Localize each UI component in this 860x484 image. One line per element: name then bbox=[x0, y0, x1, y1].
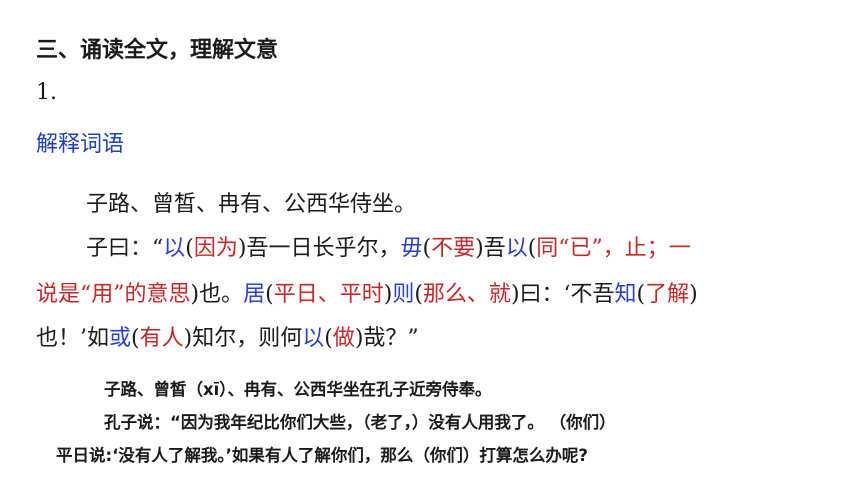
text-segment: )曰：‘不吾 bbox=[510, 282, 615, 307]
text-segment: )也。 bbox=[190, 282, 244, 307]
text-segment: ) bbox=[689, 282, 698, 307]
term: 以 bbox=[505, 236, 528, 261]
section-heading: 三、诵读全文，理解文意 bbox=[36, 38, 279, 63]
text-line-4: 也！’如或(有人)知尔，则何以(做)哉？” bbox=[36, 320, 419, 352]
term: 居 bbox=[243, 282, 266, 307]
definition: 因为 bbox=[193, 236, 238, 261]
text-segment: )吾一日长乎尔， bbox=[237, 236, 401, 261]
definition: 同“已”，止；一 bbox=[536, 236, 691, 261]
term: 或 bbox=[109, 326, 132, 351]
subheading-explain-words: 解释词语 bbox=[36, 132, 125, 157]
definition: 了解 bbox=[645, 282, 690, 307]
definition: 那么、就 bbox=[422, 282, 511, 307]
term: 毋 bbox=[400, 236, 423, 261]
definition: 说是“用”的意思 bbox=[36, 282, 191, 307]
item-number: 1. bbox=[36, 80, 57, 105]
definition: 不要 bbox=[431, 236, 476, 261]
text-segment: ) bbox=[383, 282, 393, 307]
text-segment: )知尔，则何 bbox=[183, 326, 303, 351]
translation-line-1: 子路、曾皙（xī）、冉有、公西华坐在孔子近旁侍奉。 bbox=[104, 380, 492, 399]
text-segment: )哉？” bbox=[354, 326, 419, 351]
definition: 做 bbox=[332, 326, 355, 351]
text-segment: 也！’如 bbox=[36, 326, 109, 351]
text-segment: 子曰：“ bbox=[86, 236, 164, 261]
text-segment: ( bbox=[265, 282, 274, 307]
text-segment: ( bbox=[185, 236, 194, 261]
text-line-1: 子路、曾皙、冉有、公西华侍坐。 bbox=[86, 192, 417, 217]
translation-line-2: 孔子说：“因为我年纪比你们大些，（老了，）没有人用我了。 （你们） bbox=[104, 413, 616, 432]
text-segment: )吾 bbox=[475, 236, 506, 261]
term: 知 bbox=[614, 282, 637, 307]
text-segment: ( bbox=[422, 236, 432, 261]
definition: 平日、平时 bbox=[273, 282, 384, 307]
text-segment: ( bbox=[527, 236, 537, 261]
text-line-2: 子曰：“以(因为)吾一日长乎尔，毋(不要)吾以(同“已”，止；一 bbox=[86, 230, 691, 262]
term: 以 bbox=[163, 236, 186, 261]
term: 以 bbox=[302, 326, 325, 351]
text-segment: ( bbox=[131, 326, 140, 351]
translation-line-3: 平日说:‘没有人了解我。’如果有人了解你们，那么（你们）打算怎么办呢? bbox=[56, 446, 588, 465]
definition: 有人 bbox=[139, 326, 184, 351]
term: 则 bbox=[392, 282, 415, 307]
text-segment: ( bbox=[636, 282, 646, 307]
text-line-3: 说是“用”的意思)也。居(平日、平时)则(那么、就)曰：‘不吾知(了解) bbox=[36, 276, 698, 308]
text-segment: ( bbox=[324, 326, 333, 351]
text-segment: ( bbox=[414, 282, 423, 307]
